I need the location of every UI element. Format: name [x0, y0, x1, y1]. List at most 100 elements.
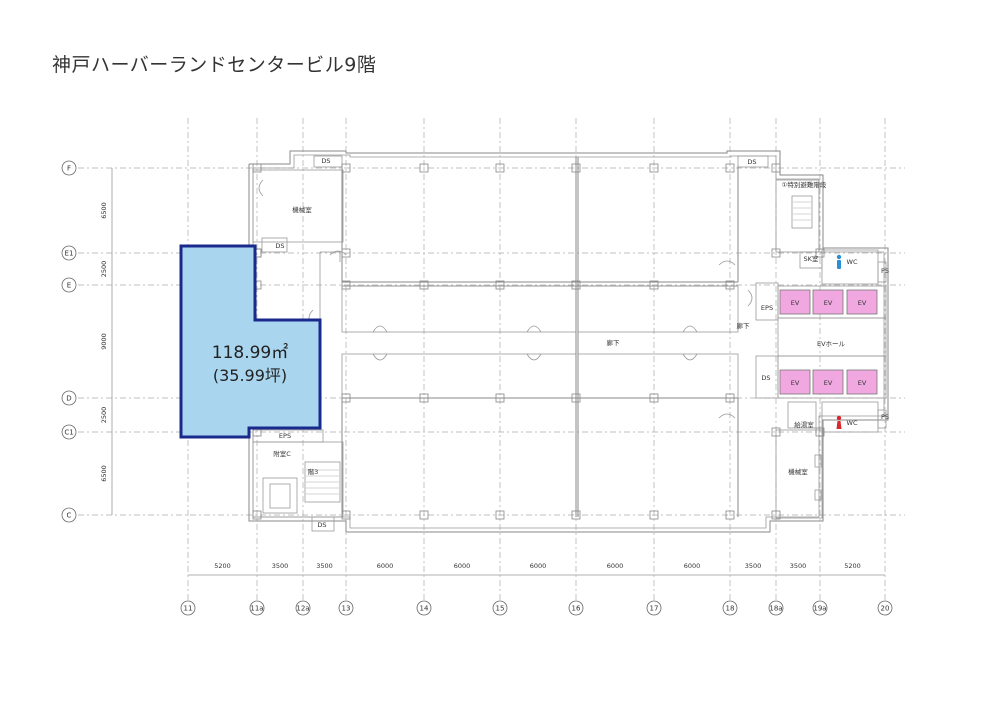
column-axis-label: 17	[650, 605, 659, 613]
stair-hatching	[306, 201, 811, 495]
interior-walls	[252, 155, 887, 532]
column-dimension-text: 5200	[214, 562, 231, 570]
row-dimension-text: 2500	[100, 261, 108, 278]
ev-label: EV	[791, 299, 800, 307]
row-axis-label: F	[67, 165, 71, 173]
structural-column	[649, 393, 659, 403]
room-label-ds: DS	[747, 158, 756, 166]
ev-label: EV	[824, 379, 833, 387]
column-axis-bubble	[338, 600, 354, 616]
structural-column	[649, 280, 659, 290]
column-axis-bubble	[416, 600, 432, 616]
structural-column	[725, 510, 735, 520]
column-axis-label: 18	[726, 605, 735, 613]
room-label-corridor: 廊下	[737, 321, 751, 330]
row-axis-bubble	[61, 160, 77, 176]
elevator-6	[846, 369, 878, 395]
structural-column	[571, 163, 581, 173]
room-label-ds: DS	[761, 374, 770, 382]
structural-column	[341, 393, 351, 403]
column-axis-label: 18a	[769, 605, 782, 613]
structural-column	[725, 393, 735, 403]
room-label-machine-room: 機械室	[788, 467, 808, 476]
room-labels: DS DS DS DS DS 機械室 機械室 ①特別避難階段 SK室 PS PS…	[273, 157, 889, 529]
row-dimension-text: 2500	[100, 407, 108, 424]
row-axis-bubble	[61, 277, 77, 293]
column-axis-bubble	[295, 600, 311, 616]
elevator-2	[812, 289, 844, 315]
room-label-stair: ①特別避難階段	[782, 180, 827, 189]
structural-column	[649, 510, 659, 520]
elevator-3	[846, 289, 878, 315]
column-axis-label: 11a	[250, 605, 263, 613]
structural-column	[419, 393, 429, 403]
unit-tsubo-label: (35.99坪)	[213, 366, 287, 385]
elevators: EV EV EV EV EV EV	[779, 289, 878, 395]
structural-column	[419, 280, 429, 290]
unit-area-label: 118.99㎡	[212, 343, 288, 363]
structural-column	[252, 163, 262, 173]
row-dimension-text: 6500	[100, 465, 108, 482]
structural-column	[725, 280, 735, 290]
column-dimension-text: 5200	[844, 562, 861, 570]
column-axis-label: 20	[881, 605, 890, 613]
structural-column	[419, 510, 429, 520]
room-label-ds: DS	[275, 242, 284, 250]
structural-column	[495, 510, 505, 520]
row-axis-bubble	[61, 424, 77, 440]
room-label-ps: PS	[881, 413, 889, 421]
room-label-wc: WC	[847, 419, 858, 427]
page-title: 神戸ハーバーランドセンタービル9階	[52, 54, 377, 76]
ev-label: EV	[824, 299, 833, 307]
structural-column	[771, 248, 781, 258]
room-label-machine-room: 機械室	[292, 205, 312, 214]
column-axis-label: 15	[496, 605, 505, 613]
room-label-ev-hall: EVホール	[817, 340, 846, 348]
elevator-4	[779, 369, 811, 395]
column-axis-bubble	[768, 600, 784, 616]
structural-column	[771, 510, 781, 520]
structural-column	[571, 393, 581, 403]
room-label-stair: 階3	[308, 467, 319, 476]
column-dimension-text: 3500	[272, 562, 289, 570]
row-axis-bubble	[61, 390, 77, 406]
room-label-eps: EPS	[279, 432, 291, 440]
room-label-water-room: 給湯室	[794, 420, 814, 429]
column-axis-label: 16	[572, 605, 581, 613]
column-axis-label: 11	[184, 605, 193, 613]
column-axis-bubble	[812, 600, 828, 616]
structural-column	[725, 163, 735, 173]
row-axis-label: C1	[64, 429, 73, 437]
column-dimension-text: 6000	[454, 562, 471, 570]
column-axis-label: 19a	[813, 605, 826, 613]
column-axis-bubble	[722, 600, 738, 616]
elevator-1	[779, 289, 811, 315]
structural-column	[771, 163, 781, 173]
column-axis-bubble	[180, 600, 196, 616]
room-label-ps: PS	[881, 267, 889, 275]
row-axis-label: C	[67, 512, 72, 520]
structural-column	[815, 248, 825, 258]
available-unit-area[interactable]	[179, 244, 322, 439]
female-person-icon	[836, 415, 842, 429]
structural-column	[495, 280, 505, 290]
structural-column	[495, 163, 505, 173]
column-dimension-text: 3500	[745, 562, 762, 570]
column-axis-bubble	[249, 600, 265, 616]
row-axis-label: D	[66, 395, 71, 403]
column-dimension-text: 6000	[377, 562, 394, 570]
room-label-wc: WC	[847, 258, 858, 266]
structural-column	[341, 163, 351, 173]
column-dimension-text: 6000	[530, 562, 547, 570]
column-dimension-text: 6000	[607, 562, 624, 570]
room-label-corridor: 廊下	[607, 338, 621, 347]
column-axis-bubble	[492, 600, 508, 616]
column-dimension-text: 6000	[684, 562, 701, 570]
structural-column	[341, 280, 351, 290]
structural-column	[649, 163, 659, 173]
structural-column	[571, 510, 581, 520]
structural-column	[341, 510, 351, 520]
ev-label: EV	[858, 379, 867, 387]
row-dimension-text: 9000	[100, 333, 108, 350]
